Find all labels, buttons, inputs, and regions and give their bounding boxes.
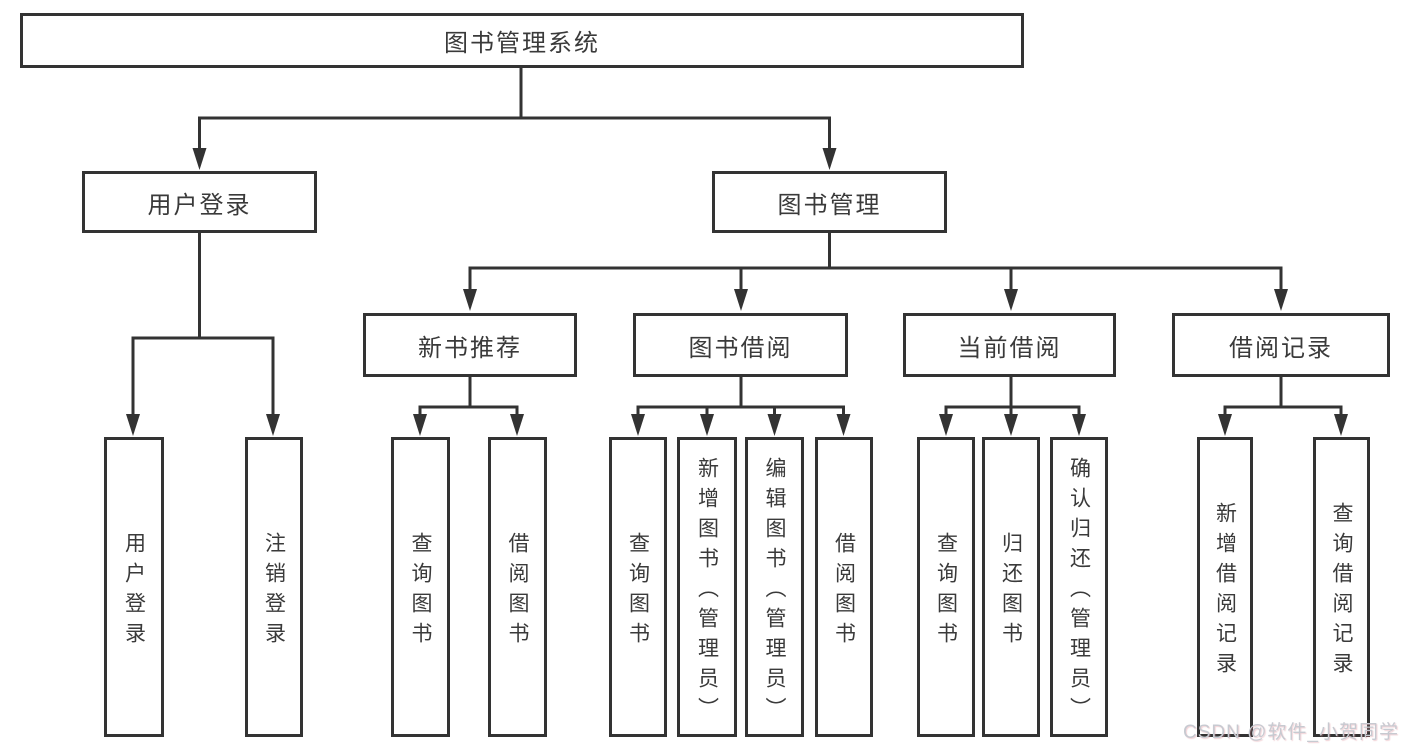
node-label: 确认归还（管理员） — [1067, 456, 1091, 727]
node-label: 当前借阅 — [957, 334, 1062, 362]
node-label: 新增借阅记录 — [1213, 501, 1237, 682]
leaf-bb-borrow-books: 借阅图书 — [815, 437, 873, 737]
node-label: 查询借阅记录 — [1330, 501, 1353, 682]
node-book-management: 图书管理 — [712, 171, 947, 233]
leaf-logout: 注销登录 — [245, 437, 303, 737]
leaf-nb-search-books: 查询图书 — [391, 437, 450, 737]
leaf-user-login: 用户登录 — [104, 437, 164, 737]
node-current-borrowing: 当前借阅 — [903, 313, 1116, 377]
node-label: 查询图书 — [409, 531, 432, 652]
connector-book-borrowing — [636, 377, 845, 416]
connector-book-management — [468, 233, 1283, 290]
leaf-bb-edit-books-admin: 编辑图书（管理员） — [745, 437, 804, 737]
node-label: 查询图书 — [626, 531, 650, 652]
node-new-book-recommendation: 新书推荐 — [363, 313, 577, 377]
leaf-cb-confirm-return-admin: 确认归还（管理员） — [1050, 437, 1108, 737]
node-label: 新书推荐 — [418, 334, 522, 362]
leaf-nb-borrow-books: 借阅图书 — [488, 437, 547, 737]
node-borrowing-records: 借阅记录 — [1172, 313, 1390, 377]
node-book-borrowing: 图书借阅 — [633, 313, 848, 377]
node-label: 用户登录 — [122, 531, 146, 652]
node-label: 编辑图书（管理员） — [763, 456, 786, 727]
leaf-cb-search-books: 查询图书 — [917, 437, 975, 737]
leaf-bb-search-books: 查询图书 — [609, 437, 667, 737]
connector-current-borrowing — [944, 377, 1081, 416]
node-user-login: 用户登录 — [82, 171, 317, 233]
node-label: 图书管理系统 — [444, 30, 600, 57]
connector-new-book — [418, 377, 519, 416]
node-label: 图书管理 — [777, 191, 882, 219]
csdn-watermark: CSDN @软件_小贺同学 — [1183, 722, 1399, 743]
leaf-bb-add-books-admin: 新增图书（管理员） — [677, 437, 737, 737]
node-label: 新增图书（管理员） — [695, 456, 719, 727]
node-label: 图书借阅 — [688, 334, 793, 362]
node-label: 注销登录 — [262, 531, 286, 652]
node-label: 借阅记录 — [1229, 334, 1333, 362]
leaf-cb-return-books: 归还图书 — [982, 437, 1040, 737]
leaf-br-search-borrow-record: 查询借阅记录 — [1313, 437, 1370, 737]
node-label: 用户登录 — [147, 191, 252, 219]
leaf-br-add-borrow-record: 新增借阅记录 — [1197, 437, 1253, 737]
node-label: 查询图书 — [934, 531, 958, 652]
connector-user-login — [131, 233, 275, 416]
arrowheads — [126, 148, 1348, 436]
node-label: 借阅图书 — [506, 531, 529, 652]
node-library-management-system: 图书管理系统 — [20, 13, 1024, 68]
node-label: 借阅图书 — [832, 531, 856, 652]
node-label: 归还图书 — [999, 531, 1023, 652]
connector-root — [198, 68, 831, 150]
connector-borrow-records — [1223, 377, 1343, 416]
